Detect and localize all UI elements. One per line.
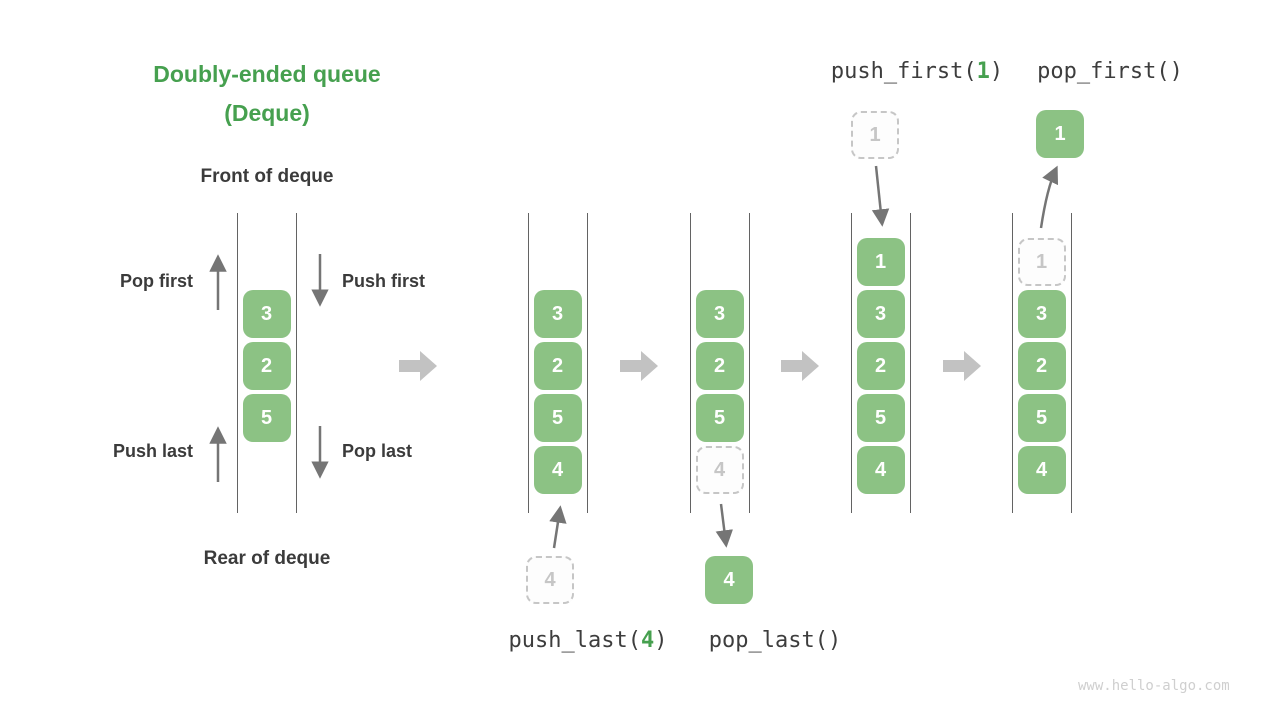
queue-state-push-first: 1 3 2 5 4 bbox=[851, 213, 911, 513]
diagram-title-line2: (Deque) bbox=[224, 100, 310, 126]
queue-cell: 2 bbox=[695, 342, 744, 390]
ghost-cell: 1 bbox=[1017, 238, 1066, 286]
code-arg: 4 bbox=[640, 628, 655, 653]
pop-last-code-label: pop_last() bbox=[665, 628, 885, 653]
code-text: push_first( bbox=[830, 59, 977, 84]
queue-cell: 3 bbox=[242, 290, 291, 338]
queue-state-initial: 3 2 5 bbox=[237, 213, 297, 513]
queue-state-push-last: 3 2 5 4 bbox=[528, 213, 588, 513]
code-text: pop_last() bbox=[708, 628, 842, 653]
queue-cell: 5 bbox=[242, 394, 291, 442]
pop-last-label: Pop last bbox=[342, 441, 413, 461]
push-last-code-label: push_last(4) bbox=[478, 628, 698, 653]
rear-of-deque-label: Rear of deque bbox=[203, 548, 331, 569]
code-text: ) bbox=[989, 59, 1004, 84]
queue-cell: 3 bbox=[1017, 290, 1066, 338]
queue-cell: 5 bbox=[533, 394, 582, 442]
queue-cell: 5 bbox=[856, 394, 905, 442]
queue-cell: 2 bbox=[533, 342, 582, 390]
transition-arrow-icon bbox=[781, 351, 819, 381]
watermark: www.hello-algo.com bbox=[1078, 678, 1230, 694]
transition-arrow-icon bbox=[620, 351, 658, 381]
queue-cell: 3 bbox=[533, 290, 582, 338]
code-text: push_last( bbox=[508, 628, 641, 653]
pop-first-code-label: pop_first() bbox=[1000, 59, 1220, 84]
push-first-code-label: push_first(1) bbox=[807, 59, 1027, 84]
queue-cell: 2 bbox=[242, 342, 291, 390]
push-last-insert-arrow-icon bbox=[549, 505, 567, 549]
queue-cell: 1 bbox=[856, 238, 905, 286]
queue-cell: 2 bbox=[1017, 342, 1066, 390]
queue-cell: 4 bbox=[533, 446, 582, 494]
push-last-label: Push last bbox=[112, 441, 193, 461]
queue-cell: 3 bbox=[695, 290, 744, 338]
queue-cell: 4 bbox=[856, 446, 905, 494]
pop-first-label: Pop first bbox=[119, 271, 193, 291]
queue-cell: 5 bbox=[1017, 394, 1066, 442]
transition-arrow-icon bbox=[943, 351, 981, 381]
code-arg: 1 bbox=[976, 59, 990, 84]
front-of-deque-label: Front of deque bbox=[200, 166, 334, 187]
diagram-title-line1: Doubly-ended queue bbox=[153, 61, 381, 87]
popped-cell: 4 bbox=[705, 556, 753, 604]
queue-cell: 4 bbox=[1017, 446, 1066, 494]
queue-cell: 5 bbox=[695, 394, 744, 442]
incoming-ghost-cell: 4 bbox=[526, 556, 574, 604]
code-text: ) bbox=[654, 628, 668, 653]
queue-state-pop-last: 3 2 5 4 bbox=[690, 213, 750, 513]
queue-state-pop-first: 1 3 2 5 4 bbox=[1012, 213, 1072, 513]
queue-cell: 3 bbox=[856, 290, 905, 338]
code-text: pop_first() bbox=[1037, 59, 1183, 84]
push-first-label: Push first bbox=[342, 271, 426, 291]
incoming-ghost-cell: 1 bbox=[851, 111, 899, 159]
queue-cell: 2 bbox=[856, 342, 905, 390]
transition-arrow-icon bbox=[399, 351, 437, 381]
ghost-cell: 4 bbox=[695, 446, 744, 494]
popped-cell: 1 bbox=[1036, 110, 1084, 158]
